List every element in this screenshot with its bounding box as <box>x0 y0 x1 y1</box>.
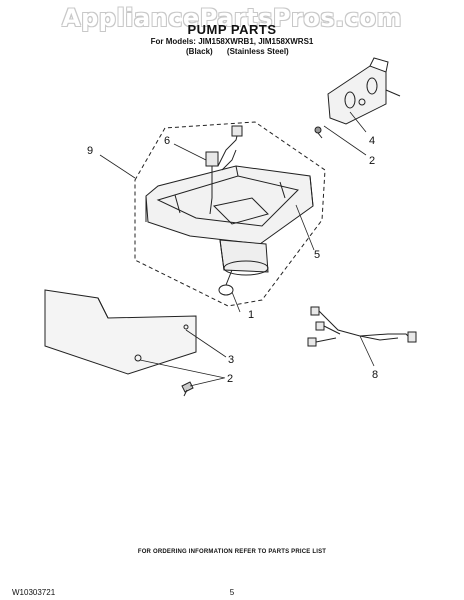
callout-2-upper: 2 <box>369 155 375 167</box>
pump-housing <box>145 165 314 245</box>
finish-labels: (Black) (Stainless Steel) <box>186 47 301 56</box>
callout-8: 8 <box>372 369 378 381</box>
wire-harness <box>307 306 417 347</box>
model-numbers: For Models: JIM158XWRB1, JIM158XWRS1 <box>150 37 314 46</box>
ordering-note: FOR ORDERING INFORMATION REFER TO PARTS … <box>137 549 327 555</box>
callout-9: 9 <box>87 145 93 157</box>
page-number: 5 <box>229 588 235 597</box>
callout-2-lower: 2 <box>227 373 233 385</box>
mounting-bracket <box>327 57 401 125</box>
screw-upper <box>314 126 323 139</box>
finish-black-label: (Black) <box>186 47 213 56</box>
finish-stainless-label: (Stainless Steel) <box>226 47 289 56</box>
callout-6: 6 <box>164 135 170 147</box>
cover-panel <box>44 289 197 375</box>
leader-lines <box>99 111 375 387</box>
callout-3: 3 <box>228 354 234 366</box>
float-switch <box>205 125 243 215</box>
callout-4: 4 <box>369 135 375 147</box>
watermark: AppliancePartsPros.com <box>62 4 402 32</box>
document-id: W10303721 <box>12 588 56 597</box>
pump-motor <box>218 239 269 296</box>
callout-1: 1 <box>248 309 254 321</box>
callout-5: 5 <box>314 249 320 261</box>
page-title: PUMP PARTS <box>187 22 277 37</box>
screw-lower <box>181 381 194 397</box>
